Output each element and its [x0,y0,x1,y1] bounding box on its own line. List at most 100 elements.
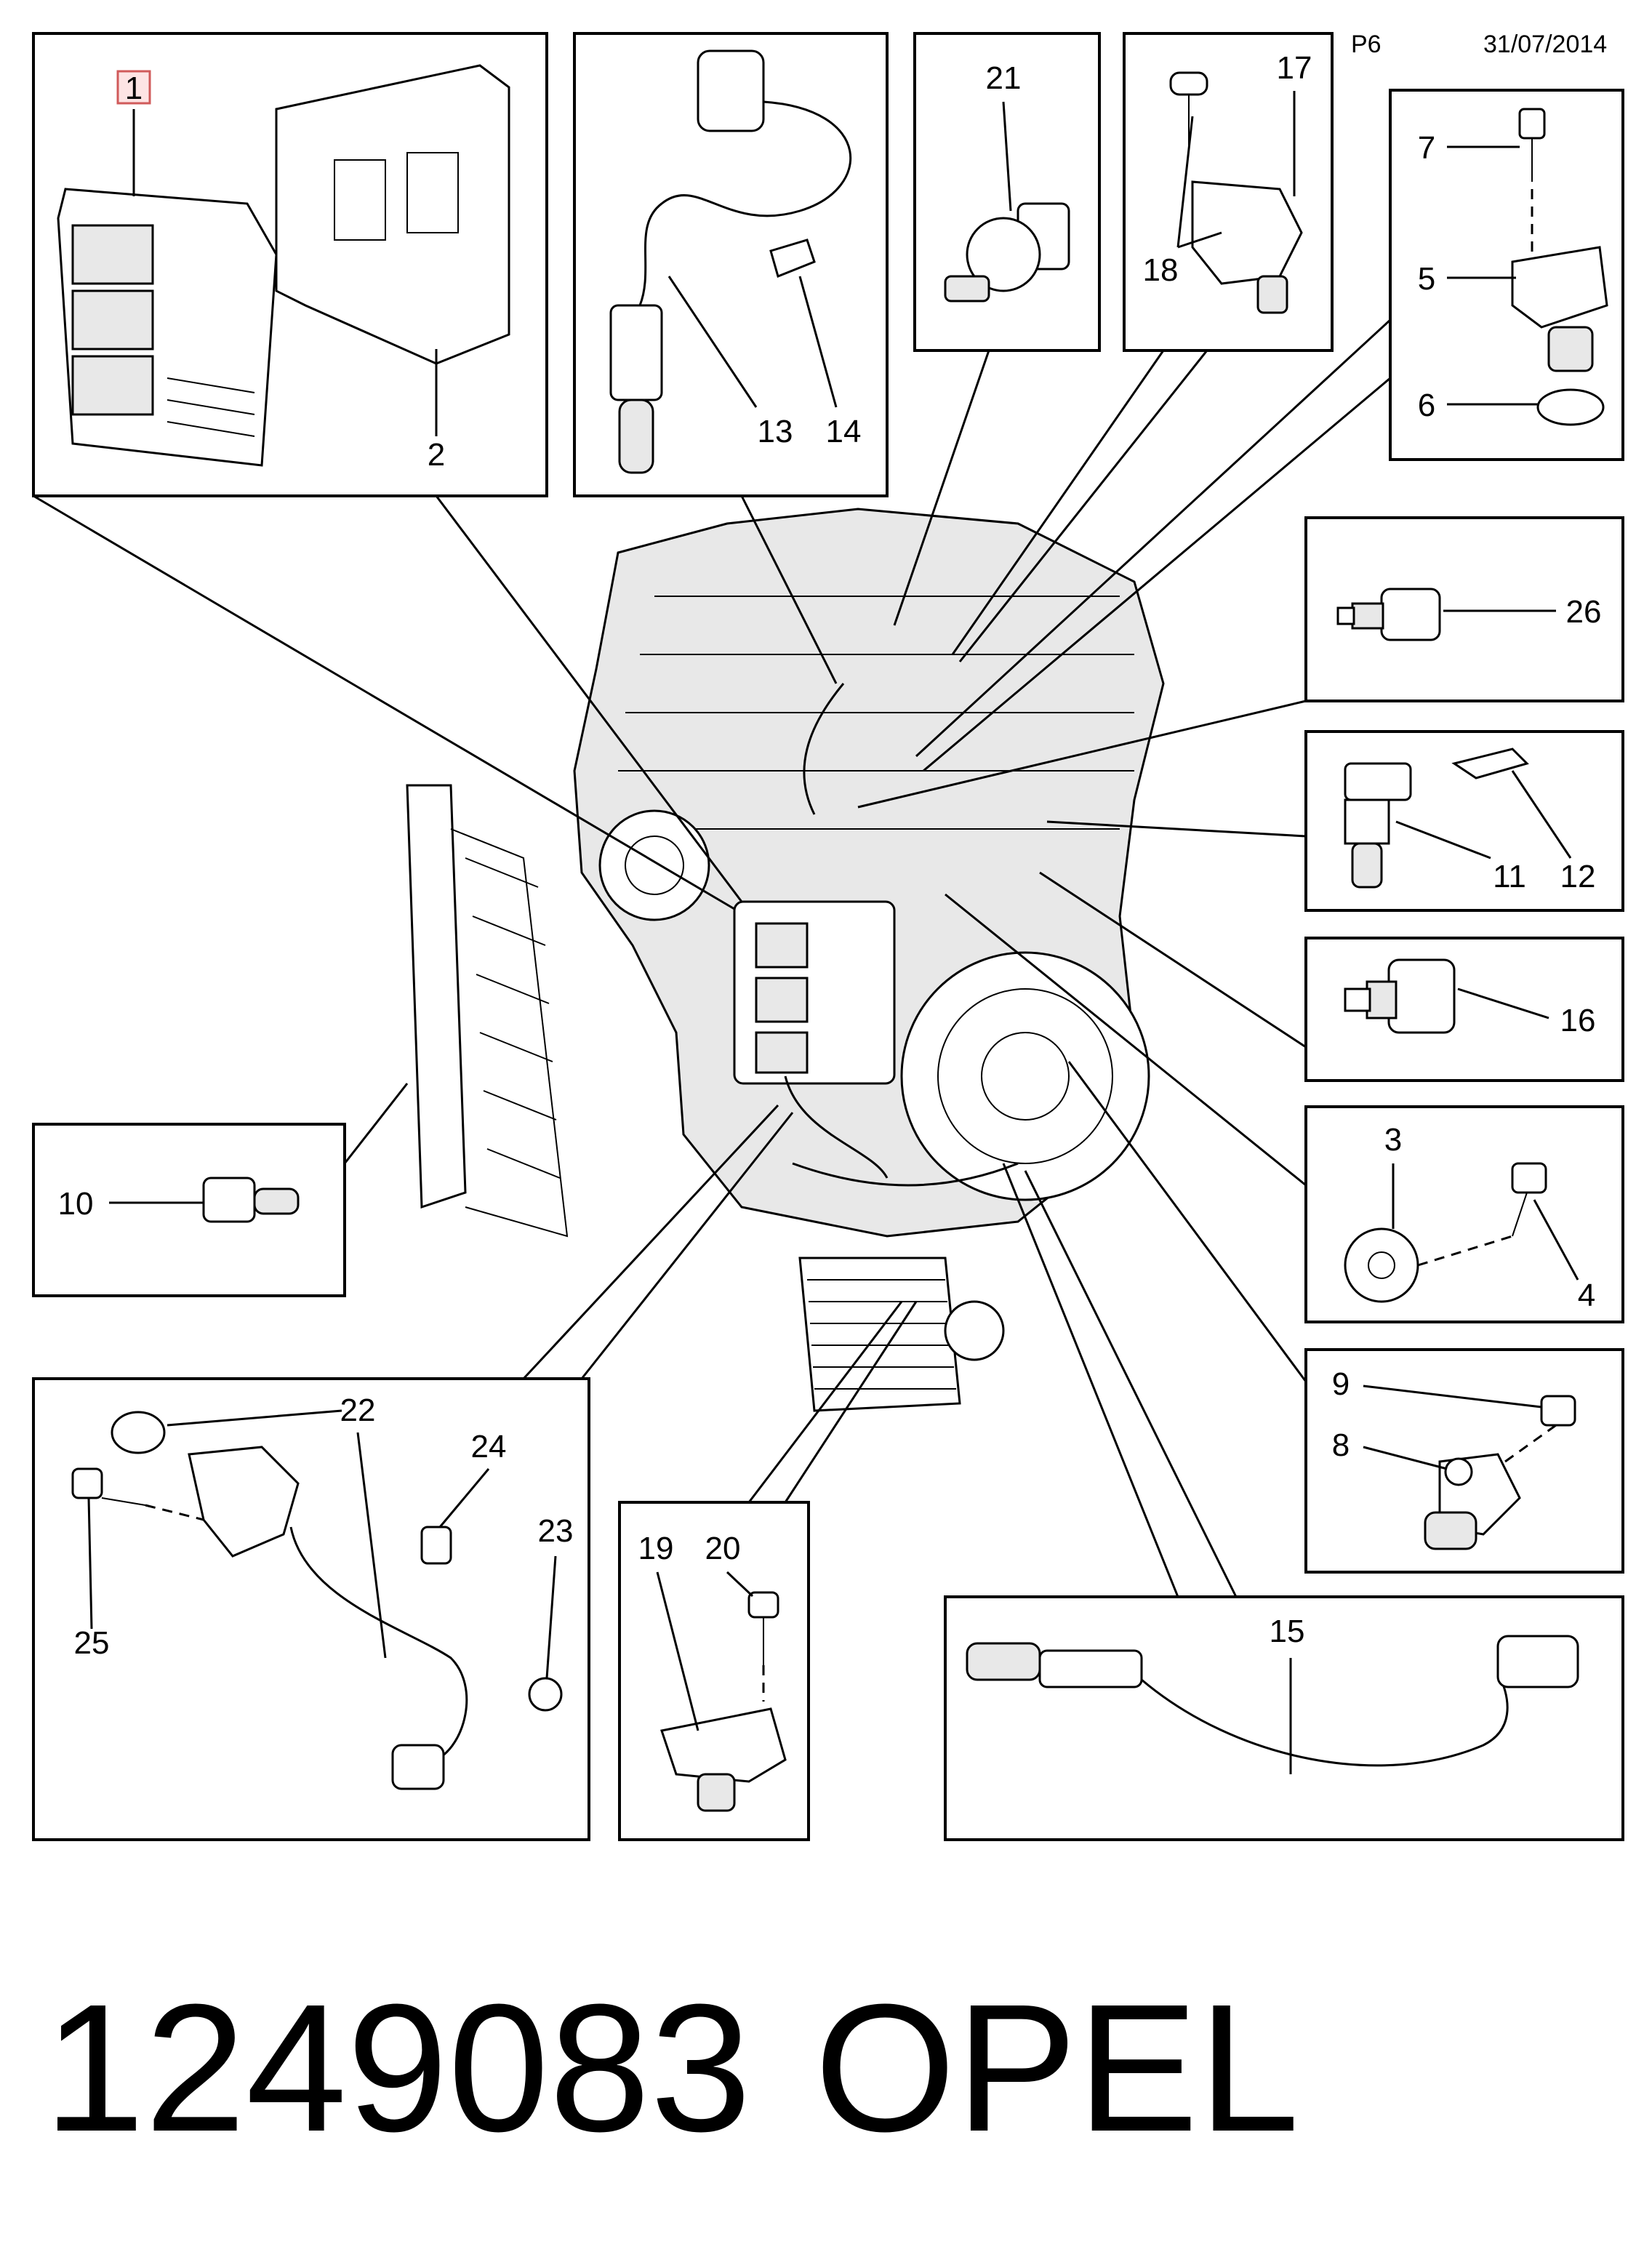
knock-sensor-bolt-axis [1417,1235,1513,1267]
harness-o-ring [111,1411,166,1454]
radiator-sensor-probe [253,1187,300,1215]
leader-24 [438,1468,490,1528]
callout-12: 12 [1560,859,1596,894]
map-sensor [1169,71,1303,314]
callout-10: 10 [58,1186,94,1222]
knock-sensor [1344,1162,1547,1303]
intercooler [798,1257,1005,1412]
callout-7: 7 [1418,130,1435,166]
leader-12 [1511,770,1572,859]
box-knock-sensor [1304,1105,1624,1323]
box-to-engine-leaders [33,318,1392,1598]
camshaft-sensor [1511,108,1608,426]
box-camshaft-sensor [1389,89,1624,461]
callout-3: 3 [1384,1122,1402,1158]
callout-1-highlight [116,70,151,105]
leader-box-crankshaft-harness [522,1104,794,1380]
callout-16: 16 [1560,1003,1596,1038]
ecu-bracket [275,64,510,365]
harness-cable [289,1526,468,1761]
sensor-clip [769,239,816,279]
knock-sensor-bolt-shank [1512,1192,1528,1237]
leader-box-map-sensor [951,350,1208,662]
rear-oxygen-sensor-connector [1496,1635,1579,1688]
ecu-bracket-slot-2 [406,152,459,233]
oxygen-sensor-connector [697,49,765,132]
intake-sensor-body [660,1707,787,1783]
engine-harness [784,683,1019,1187]
camshaft-o-ring [1536,388,1605,426]
leader-box-camshaft-sensor [915,318,1392,772]
map-sensor-body [1191,180,1303,285]
callout-24: 24 [471,1429,507,1464]
leader-4 [1533,1199,1579,1281]
knock-sensor-bore [1368,1251,1395,1279]
leader-20 [726,1571,754,1598]
callout-2: 2 [428,437,445,473]
crankshaft-sensor [1424,1395,1576,1550]
callout-26: 26 [1566,594,1602,630]
callout-1: 1 [125,71,143,106]
crankshaft-sensor-harness [71,1411,563,1790]
temperature-sender [1336,588,1441,641]
ecu-connector-b [71,289,154,350]
temperature-sender-hex [1351,602,1384,630]
callout-5: 5 [1418,261,1435,297]
callout-6: 6 [1418,388,1435,423]
leader-25 [87,1497,93,1630]
knock-sensor-body [1344,1227,1419,1303]
box-temperature-sender [1304,516,1624,702]
ecu-fins [167,377,255,437]
intake-sensor-screw-head [747,1591,779,1619]
leader-21 [1002,101,1012,212]
leader-13 [667,276,758,408]
coolant-sensor-probe [1351,842,1383,889]
leader-box-ecu [33,494,743,910]
leader-box-rear-oxygen-sensor [1002,1163,1238,1598]
box-ecu [32,32,548,497]
page-label: P6 [1351,31,1382,58]
oil-pressure-switch-thread [1344,987,1371,1012]
harness-bolt-head [71,1467,103,1499]
oil-pressure-switch-hex [1366,980,1398,1019]
box-pressure-switch [913,32,1101,352]
harness-push-clip [420,1526,452,1565]
pressure-switch-thread [944,275,990,302]
harness-connector [391,1744,445,1790]
radiator-side-tank [406,784,467,1209]
rear-oxygen-sensor [966,1635,1579,1767]
box-crankshaft-sensor [1304,1348,1624,1574]
oxygen-sensor [609,49,852,474]
flywheel-hub [981,1032,1070,1121]
coolant-temperature-sensor [1344,748,1529,889]
temperature-sender-tip [1336,606,1355,625]
turbo-inlet [625,836,684,895]
leader-box-pressure-switch [893,350,990,626]
leader-box-knock-sensor [945,893,1307,1187]
leader-box-oil-pressure-switch [1039,871,1307,1049]
crankshaft-sensor-eyelet [1444,1457,1473,1486]
engine-assembly [573,508,1165,1238]
ecu-bracket-slot-1 [334,159,386,241]
leader-8 [1363,1446,1448,1470]
box-map-sensor [1123,32,1334,352]
leader-box-crankshaft-sensor [1067,1061,1307,1382]
oil-pressure-switch [1344,958,1456,1034]
rear-oxygen-sensor-cable [1141,1672,1509,1767]
leader-box-coolant-sensor [1046,820,1307,838]
crankshaft-bolt-axis [1504,1424,1557,1463]
callout-19: 19 [638,1531,674,1566]
camshaft-sensor-probe [1547,326,1594,372]
retaining-clip [1451,748,1529,780]
engine-cover-ribs [618,596,1134,830]
radiator-sensor-body [202,1177,256,1223]
callout-8: 8 [1332,1427,1350,1463]
callout-11: 11 [1493,859,1526,894]
intake-air-sensor [660,1591,787,1812]
pressure-switch [944,202,1070,302]
intercooler-outlet [944,1300,1005,1361]
box-intake-sensor [618,1501,810,1841]
leader-11 [1395,820,1491,859]
turbo-housing [598,809,710,921]
date-label: 31/07/2014 [1483,31,1607,58]
